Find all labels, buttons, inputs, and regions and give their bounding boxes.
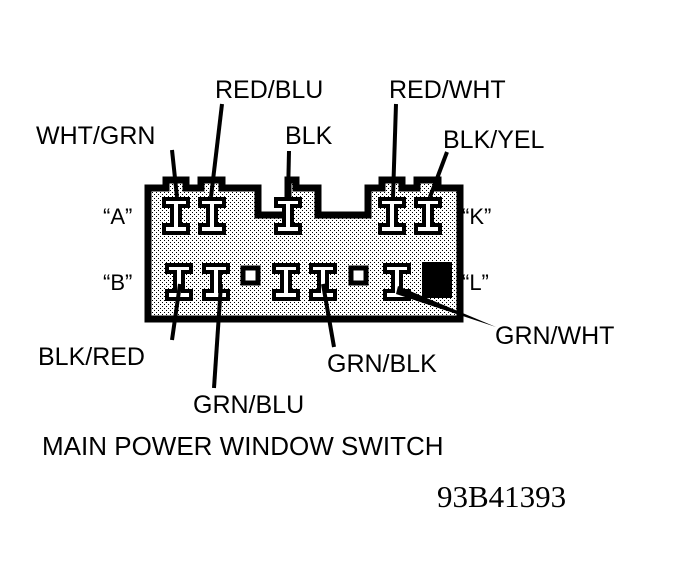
pin-label-a: “A” <box>103 204 133 229</box>
blocked-cavity <box>422 262 452 298</box>
terminal-cavity-red-blu[interactable] <box>198 197 226 235</box>
terminal-cavity-red-wht[interactable] <box>378 197 406 235</box>
figure-id-code: 93B41393 <box>437 479 567 514</box>
terminal-row-bottom <box>165 263 411 301</box>
leader-wht-grn <box>170 149 179 198</box>
wire-label-red-blu: RED/BLU <box>215 76 324 104</box>
leader-grn-blu <box>212 283 223 389</box>
wire-label-wht-grn: WHT/GRN <box>36 122 156 150</box>
alignment-hole-left <box>240 265 261 286</box>
wire-label-red-wht: RED/WHT <box>389 76 506 104</box>
terminal-row-top <box>162 197 442 235</box>
leader-grn-wht <box>396 286 496 327</box>
terminal-cavity-grn-blk[interactable] <box>309 263 337 301</box>
alignment-hole-right <box>348 265 369 286</box>
terminal-cavity-blk[interactable] <box>274 197 302 235</box>
pin-label-k: “K” <box>462 204 492 229</box>
terminal-cavity-center[interactable] <box>272 263 300 301</box>
leader-red-blu <box>209 103 224 198</box>
terminal-cavity-b[interactable] <box>165 263 193 301</box>
leader-blk-red <box>170 283 182 341</box>
pin-label-l: “L” <box>462 270 489 295</box>
alignment-holes <box>240 265 369 286</box>
terminal-cavity-a[interactable] <box>162 197 190 235</box>
leader-lines-top <box>170 103 449 198</box>
wire-label-grn-blk: GRN/BLK <box>327 350 437 378</box>
figure-caption: MAIN POWER WINDOW SWITCH <box>42 431 444 461</box>
leader-blk-yel <box>428 151 449 198</box>
terminal-cavity-l[interactable] <box>383 263 411 301</box>
wire-label-grn-wht: GRN/WHT <box>495 322 615 350</box>
leader-blk <box>286 150 291 198</box>
leader-red-wht <box>391 103 398 198</box>
wire-label-grn-blu: GRN/BLU <box>193 391 305 419</box>
terminal-cavity-k[interactable] <box>414 197 442 235</box>
wire-label-blk-red: BLK/RED <box>38 343 145 371</box>
leader-lines-bottom <box>170 283 336 389</box>
leader-grn-blk <box>321 283 336 348</box>
wire-label-blk: BLK <box>285 122 333 150</box>
terminal-cavity-grn-blu[interactable] <box>202 263 230 301</box>
pin-label-b: “B” <box>103 270 133 295</box>
wire-label-blk-yel: BLK/YEL <box>443 126 545 154</box>
